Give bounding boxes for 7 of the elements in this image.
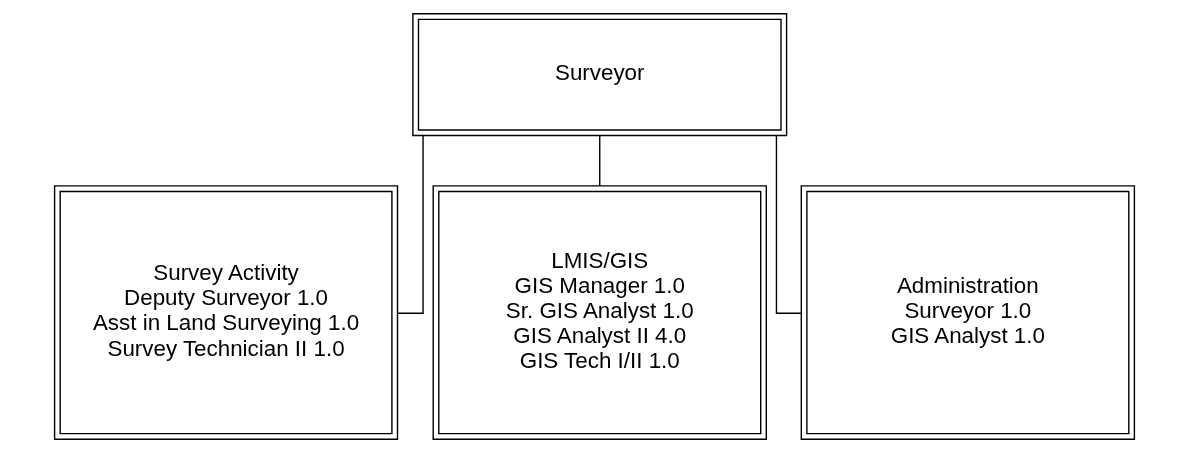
connector (598, 135, 600, 187)
node-box: Survey Activity Deputy Surveyor 1.0 Asst in Land Surveying 1.0 Survey Technician II 1.0 (53, 185, 398, 440)
connector (775, 135, 802, 314)
connector (396, 135, 424, 314)
node-box: LMIS/GIS GIS Manager 1.0 Sr. GIS Analyst 1.0 GIS Analyst II 4.0 GIS Tech I/II 1.0 (432, 185, 767, 440)
node-box: Surveyor (411, 13, 787, 137)
node-box: Administration Surveyor 1.0 GIS Analyst 1.0 (800, 185, 1135, 440)
